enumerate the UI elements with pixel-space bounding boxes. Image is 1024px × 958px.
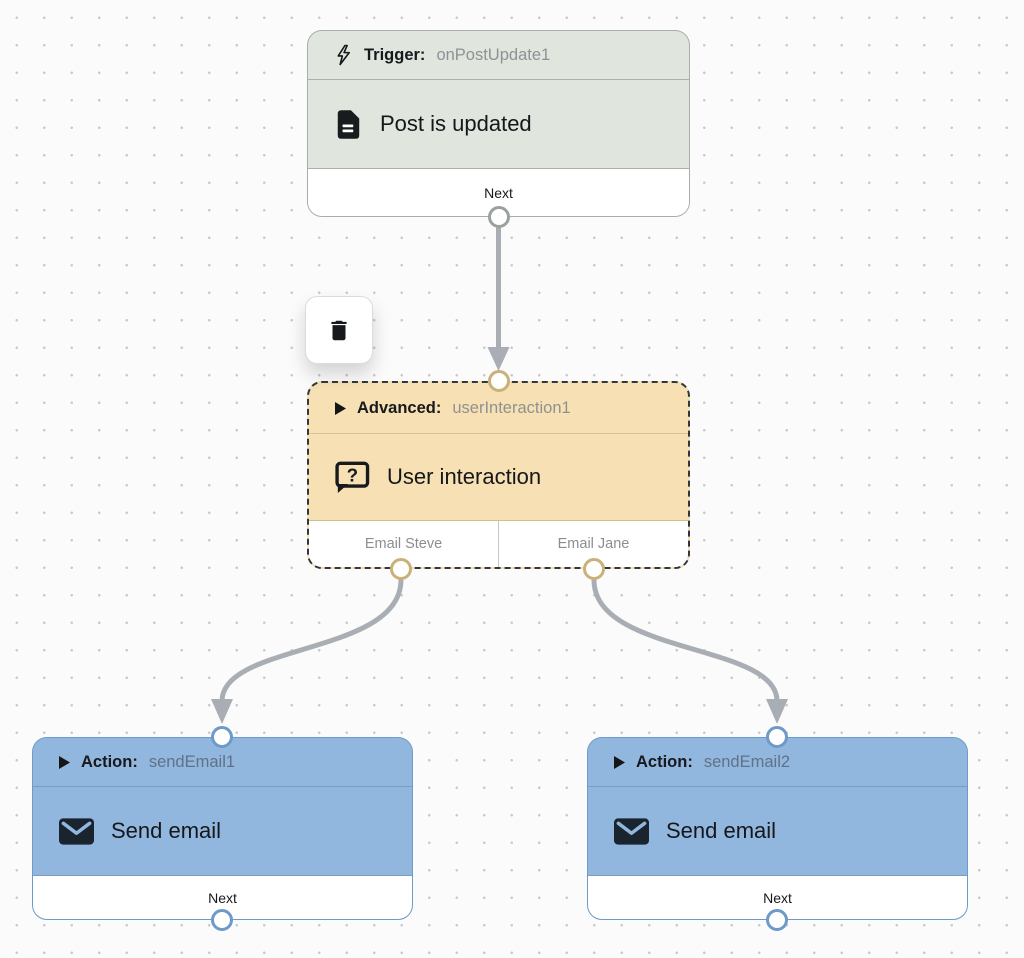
edge-trigger-to-advanced[interactable]	[487, 225, 510, 371]
question-bubble-icon: ?	[335, 461, 370, 494]
triangle-right-icon[interactable]	[614, 755, 625, 769]
node-kind-label: Action:	[81, 752, 138, 771]
svg-text:?: ?	[347, 464, 358, 485]
node-advanced-body: ? User interaction	[309, 434, 688, 520]
node-advanced-header: Advanced: userInteraction1	[309, 383, 688, 434]
node-instance-name: sendEmail1	[148, 752, 236, 771]
port-trigger-next-out[interactable]	[487, 206, 510, 228]
next-label: Next	[484, 184, 513, 201]
edge-jane-to-sendemail2[interactable]	[591, 577, 788, 724]
node-instance-name: sendEmail2	[703, 752, 791, 771]
node-action2-header: Action: sendEmail2	[588, 738, 967, 787]
triangle-right-icon[interactable]	[59, 755, 70, 769]
port-action2-in[interactable]	[766, 726, 788, 748]
node-action-send-email-2[interactable]: Action: sendEmail2 Send email Next	[587, 737, 968, 920]
port-label-email-jane[interactable]: Email Jane	[499, 521, 688, 567]
port-action2-next-out[interactable]	[766, 909, 788, 931]
node-instance-name: onPostUpdate1	[436, 45, 551, 64]
node-action-send-email-1[interactable]: Action: sendEmail1 Send email Next	[32, 737, 413, 920]
next-label: Next	[208, 889, 237, 906]
node-title: Post is updated	[380, 111, 532, 136]
port-advanced-in[interactable]	[487, 370, 510, 392]
node-trigger-header: Trigger: onPostUpdate1	[308, 31, 689, 80]
node-action1-body: Send email	[33, 787, 412, 875]
node-instance-name: userInteraction1	[452, 398, 571, 417]
node-advanced-footer: Email Steve Email Jane	[309, 520, 688, 567]
node-action2-body: Send email	[588, 787, 967, 875]
port-label-email-steve[interactable]: Email Steve	[309, 521, 499, 567]
port-action1-in[interactable]	[211, 726, 233, 748]
node-advanced-user-interaction[interactable]: Advanced: userInteraction1 ? User intera…	[307, 381, 690, 569]
edge-steve-to-sendemail1[interactable]	[211, 577, 404, 724]
port-action1-next-out[interactable]	[211, 909, 233, 931]
document-icon	[334, 109, 363, 140]
node-action1-header: Action: sendEmail1	[33, 738, 412, 787]
port-label-next[interactable]: Next	[588, 875, 967, 919]
email-jane-label: Email Jane	[557, 536, 630, 552]
port-advanced-email-jane-out[interactable]	[583, 558, 605, 580]
node-kind-label: Advanced:	[357, 398, 442, 417]
triangle-right-icon[interactable]	[335, 401, 346, 415]
node-title: User interaction	[387, 464, 542, 489]
node-kind-label: Action:	[636, 752, 693, 771]
trash-icon	[326, 317, 352, 344]
node-trigger[interactable]: Trigger: onPostUpdate1 Post is updated N…	[307, 30, 690, 217]
node-trigger-body: Post is updated	[308, 80, 689, 168]
email-steve-label: Email Steve	[364, 536, 443, 552]
delete-button[interactable]	[305, 296, 373, 364]
envelope-icon	[59, 817, 94, 845]
envelope-icon	[614, 817, 649, 845]
node-title: Send email	[666, 818, 777, 843]
node-kind-label: Trigger:	[364, 45, 426, 64]
next-label: Next	[763, 889, 792, 906]
lightning-icon	[334, 44, 353, 66]
port-advanced-email-steve-out[interactable]	[390, 558, 412, 580]
node-title: Send email	[111, 818, 222, 843]
